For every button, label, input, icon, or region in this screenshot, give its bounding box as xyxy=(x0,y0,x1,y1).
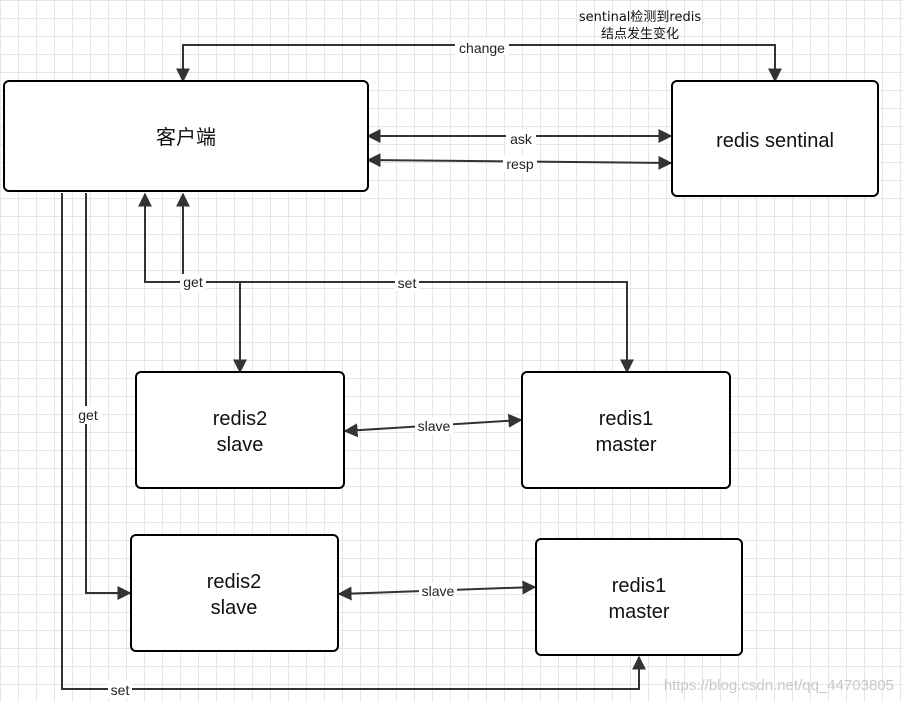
get-top-label: get xyxy=(183,274,203,290)
master-node-1-line2: master xyxy=(595,434,656,456)
get-left-label: get xyxy=(78,407,98,423)
slave-node-1: redis2 slave xyxy=(135,371,345,489)
client-node: 客户端 xyxy=(3,80,369,192)
master-node-2: redis1 master xyxy=(535,538,743,656)
set-bottom-label: set xyxy=(111,682,130,698)
master-node-2-line2: master xyxy=(608,601,669,623)
watermark: https://blog.csdn.net/qq_44703805 xyxy=(664,677,894,694)
sentinel-node: redis sentinal xyxy=(671,80,879,197)
master-node-1: redis1 master xyxy=(521,371,731,489)
slave-node-2-line1: redis2 xyxy=(207,571,261,593)
slave-node-1-line2: slave xyxy=(217,434,264,456)
note-line-2: 结点发生变化 xyxy=(601,26,679,42)
sentinel-label: redis sentinal xyxy=(716,130,834,152)
client-label: 客户端 xyxy=(156,126,216,149)
note-line-1: sentinal检测到redis xyxy=(579,10,701,25)
master-node-1-line1: redis1 xyxy=(599,408,653,430)
slave-node-2-line2: slave xyxy=(211,597,258,619)
slave-node-1-line1: redis2 xyxy=(213,408,267,430)
resp-label: resp xyxy=(506,156,533,172)
change-label: change xyxy=(459,40,505,56)
ask-label: ask xyxy=(510,131,533,147)
set-top-edge xyxy=(183,281,634,374)
slave-label-row2: slave xyxy=(422,583,455,599)
set-bottom-edge xyxy=(61,193,646,690)
slave-label-row1: slave xyxy=(418,418,451,434)
set-top-label: set xyxy=(398,275,417,291)
master-node-2-line1: redis1 xyxy=(612,575,666,597)
slave-node-2: redis2 slave xyxy=(130,534,339,652)
get-left-edge xyxy=(85,193,132,600)
